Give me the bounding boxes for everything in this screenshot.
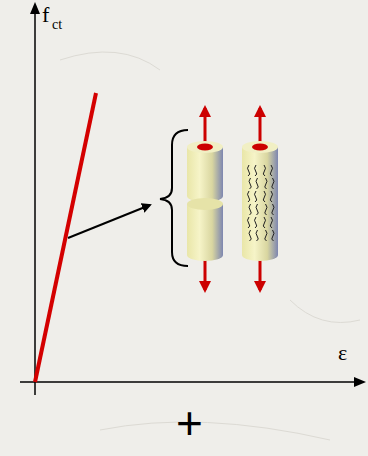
linear-curve [35, 93, 96, 382]
axes [20, 2, 366, 395]
axis-label: f [42, 4, 49, 26]
split-cylinder [187, 108, 223, 290]
cracked-cylinder [242, 108, 278, 290]
brace [160, 130, 188, 266]
axis-label: ε [338, 342, 347, 364]
pointer-arrow [68, 205, 150, 238]
plus-sign: + [176, 400, 203, 446]
background-texture [60, 52, 360, 440]
axis-label-subscript: ct [52, 18, 62, 32]
